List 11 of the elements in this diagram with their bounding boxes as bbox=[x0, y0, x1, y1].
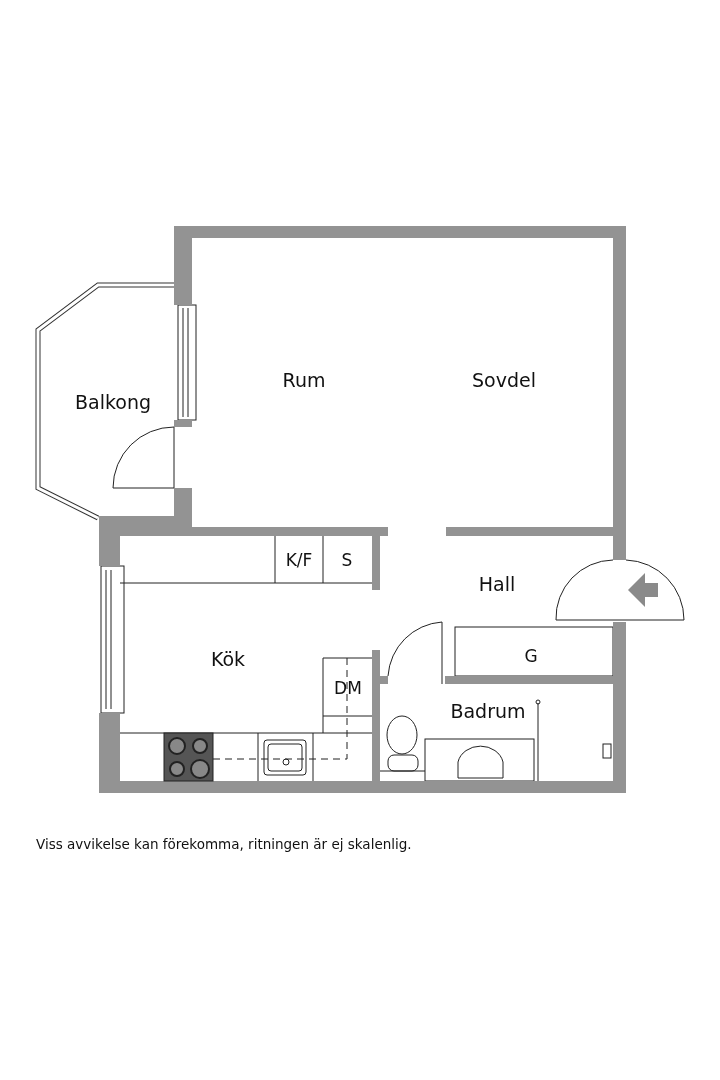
room-label: Sovdel bbox=[472, 370, 536, 390]
disclaimer-caption: Viss avvikelse kan förekomma, ritningen är ej skalenlig. bbox=[36, 836, 412, 852]
cabinet-label: G bbox=[524, 647, 538, 665]
room-label: Rum bbox=[282, 370, 326, 390]
room-label: Balkong bbox=[75, 392, 151, 412]
room-label: Hall bbox=[478, 574, 516, 594]
cabinet-label: S bbox=[341, 551, 353, 569]
cabinet-label: K/F bbox=[285, 551, 313, 569]
cabinet-label: DM bbox=[334, 679, 362, 697]
room-label: Badrum bbox=[450, 701, 526, 721]
room-label: Kök bbox=[210, 649, 246, 669]
